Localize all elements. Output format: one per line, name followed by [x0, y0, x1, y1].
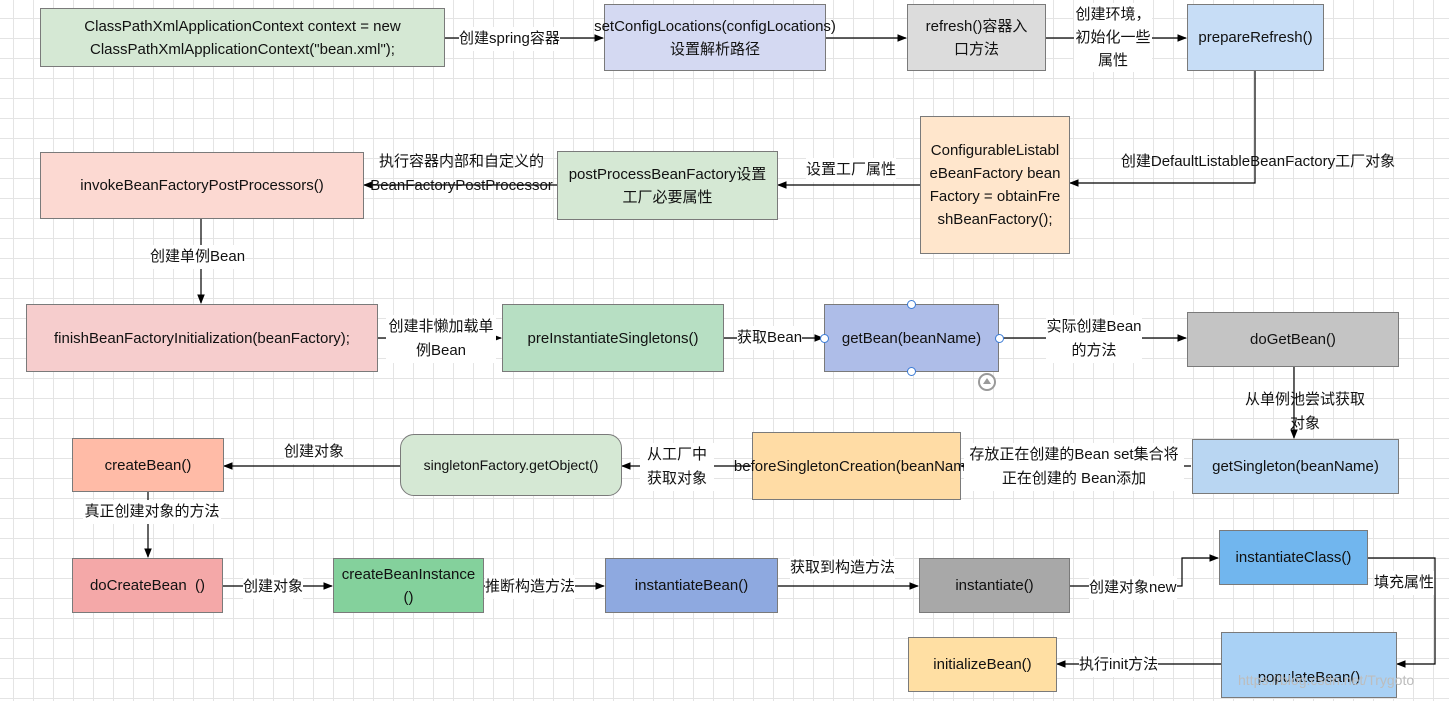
node-before-singleton-creation[interactable]: beforeSingletonCreation(beanName): [734, 432, 979, 500]
label-create-default-listable-bean-factory: 创建DefaultListableBeanFactory工厂对象: [1120, 153, 1396, 170]
node-finish-bean-factory-initialization[interactable]: finishBeanFactoryInitialization(beanFact…: [26, 304, 378, 372]
node-instantiate-class[interactable]: instantiateClass(): [1219, 530, 1368, 585]
node-instantiate[interactable]: instantiate(): [919, 558, 1070, 613]
label-got-constructor: 获取到构造方法: [790, 556, 896, 580]
node-do-create-bean[interactable]: doCreateBean (): [72, 558, 223, 613]
label-create-spring-container: 创建spring容器: [459, 27, 560, 51]
node-post-process-bean-factory[interactable]: postProcessBeanFactory设置工厂必要属性: [557, 151, 778, 220]
node-prepare-refresh[interactable]: prepareRefresh(): [1187, 4, 1324, 71]
node-set-config-locations[interactable]: setConfigLocations(configLocations)设置解析路…: [594, 4, 836, 71]
node-invoke-bean-factory-post-processors[interactable]: invokeBeanFactoryPostProcessors(): [40, 152, 364, 219]
node-refresh[interactable]: refresh()容器入口方法: [907, 4, 1046, 71]
node-do-get-bean[interactable]: doGetBean(): [1187, 312, 1399, 367]
selection-handle-top[interactable]: [907, 300, 916, 309]
node-initialize-bean[interactable]: initializeBean(): [908, 637, 1057, 692]
node-instantiate-bean[interactable]: instantiateBean(): [605, 558, 778, 613]
label-execute-init: 执行init方法: [1079, 653, 1159, 677]
label-create-singleton-bean: 创建单例Bean: [150, 245, 246, 269]
node-singleton-factory-get-object[interactable]: singletonFactory.getObject(): [400, 434, 622, 496]
node-create-bean-instance[interactable]: createBeanInstance(): [333, 558, 484, 613]
label-create-object-2: 创建对象: [243, 575, 304, 599]
node-populate-bean[interactable]: populateBean(): [1221, 632, 1397, 698]
label-populate-properties: 填充属性: [1374, 571, 1435, 595]
selection-handle-left[interactable]: [820, 334, 829, 343]
label-really-create-object: 真正创建对象的方法: [83, 500, 221, 524]
selection-handle-bottom[interactable]: [907, 367, 916, 376]
node-get-bean[interactable]: getBean(beanName): [824, 304, 999, 372]
label-create-object-new: 创建对象new: [1089, 576, 1177, 600]
edge-prepare-to-obtain: [1069, 71, 1256, 187]
rotate-handle-icon[interactable]: [978, 373, 996, 391]
label-execute-bfpp: 执行容器内部和自定义的BeanFactoryPostProcessor: [370, 153, 553, 194]
label-create-non-lazy-singleton: 创建非懒加载单例Bean: [386, 315, 496, 363]
label-set-factory-properties: 设置工厂属性: [806, 158, 897, 182]
selection-handle-right[interactable]: [995, 334, 1004, 343]
node-pre-instantiate-singletons[interactable]: preInstantiateSingletons(): [502, 304, 724, 372]
node-obtain-fresh-bean-factory[interactable]: ConfigurableListableBeanFactory beanFact…: [920, 116, 1070, 254]
watermark: https://blog.csdn.net/Trygoto: [1238, 672, 1415, 688]
label-infer-constructor: 推断构造方法: [485, 575, 576, 599]
label-get-bean: 获取Bean: [737, 326, 803, 350]
label-create-environment: 创建环境，初始化一些属性: [1074, 3, 1152, 72]
label-singleton-creation-set: 存放正在创建的Bean set集合将正在创建的 Bean添加: [964, 443, 1184, 491]
label-get-from-factory: 从工厂中获取对象: [640, 443, 714, 491]
label-try-singleton-pool: 从单例池尝试获取对象: [1244, 391, 1365, 432]
label-create-object-1: 创建对象: [284, 440, 345, 464]
node-context[interactable]: ClassPathXmlApplicationContext context =…: [40, 8, 445, 67]
node-create-bean[interactable]: createBean(): [72, 438, 224, 492]
label-actual-create-bean: 实际创建Bean的方法: [1046, 315, 1142, 363]
edge-instclass-to-populate: [1368, 557, 1436, 668]
node-get-singleton[interactable]: getSingleton(beanName): [1192, 439, 1399, 494]
